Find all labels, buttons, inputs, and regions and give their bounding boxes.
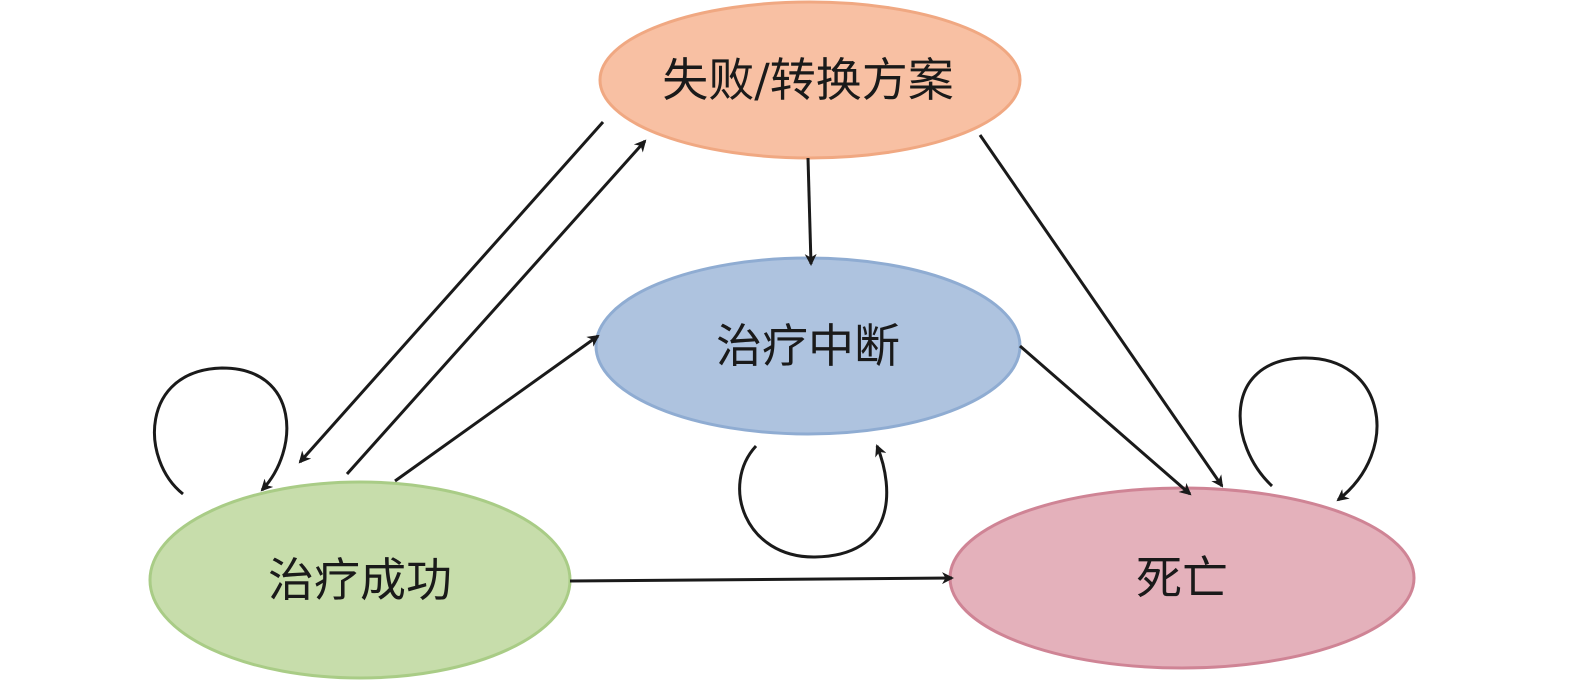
edge-interrupt-to-death xyxy=(1019,344,1192,496)
node-interrupt: 治疗中断 xyxy=(594,256,1022,436)
node-death: 死亡 xyxy=(948,486,1416,670)
self-loop-interrupt xyxy=(738,444,889,559)
node-failure-shape xyxy=(598,0,1022,160)
node-interrupt-label: 治疗中断 xyxy=(716,319,900,373)
edge-failure-to-interrupt xyxy=(804,157,817,266)
node-failure: 失败/转换方案 xyxy=(598,0,1022,160)
node-success: 治疗成功 xyxy=(148,480,572,680)
node-success-label: 治疗成功 xyxy=(268,553,452,607)
edge-success-to-interrupt xyxy=(394,334,600,483)
node-death-label: 死亡 xyxy=(1136,551,1228,605)
edge-failure-to-death xyxy=(978,134,1224,488)
node-failure-label: 失败/转换方案 xyxy=(662,53,954,107)
edge-failure-to-success xyxy=(298,121,605,464)
self-loop-death xyxy=(1238,356,1379,502)
self-loop-success xyxy=(153,366,289,496)
edge-success-to-failure xyxy=(345,139,647,476)
edge-success-to-death xyxy=(569,572,954,585)
